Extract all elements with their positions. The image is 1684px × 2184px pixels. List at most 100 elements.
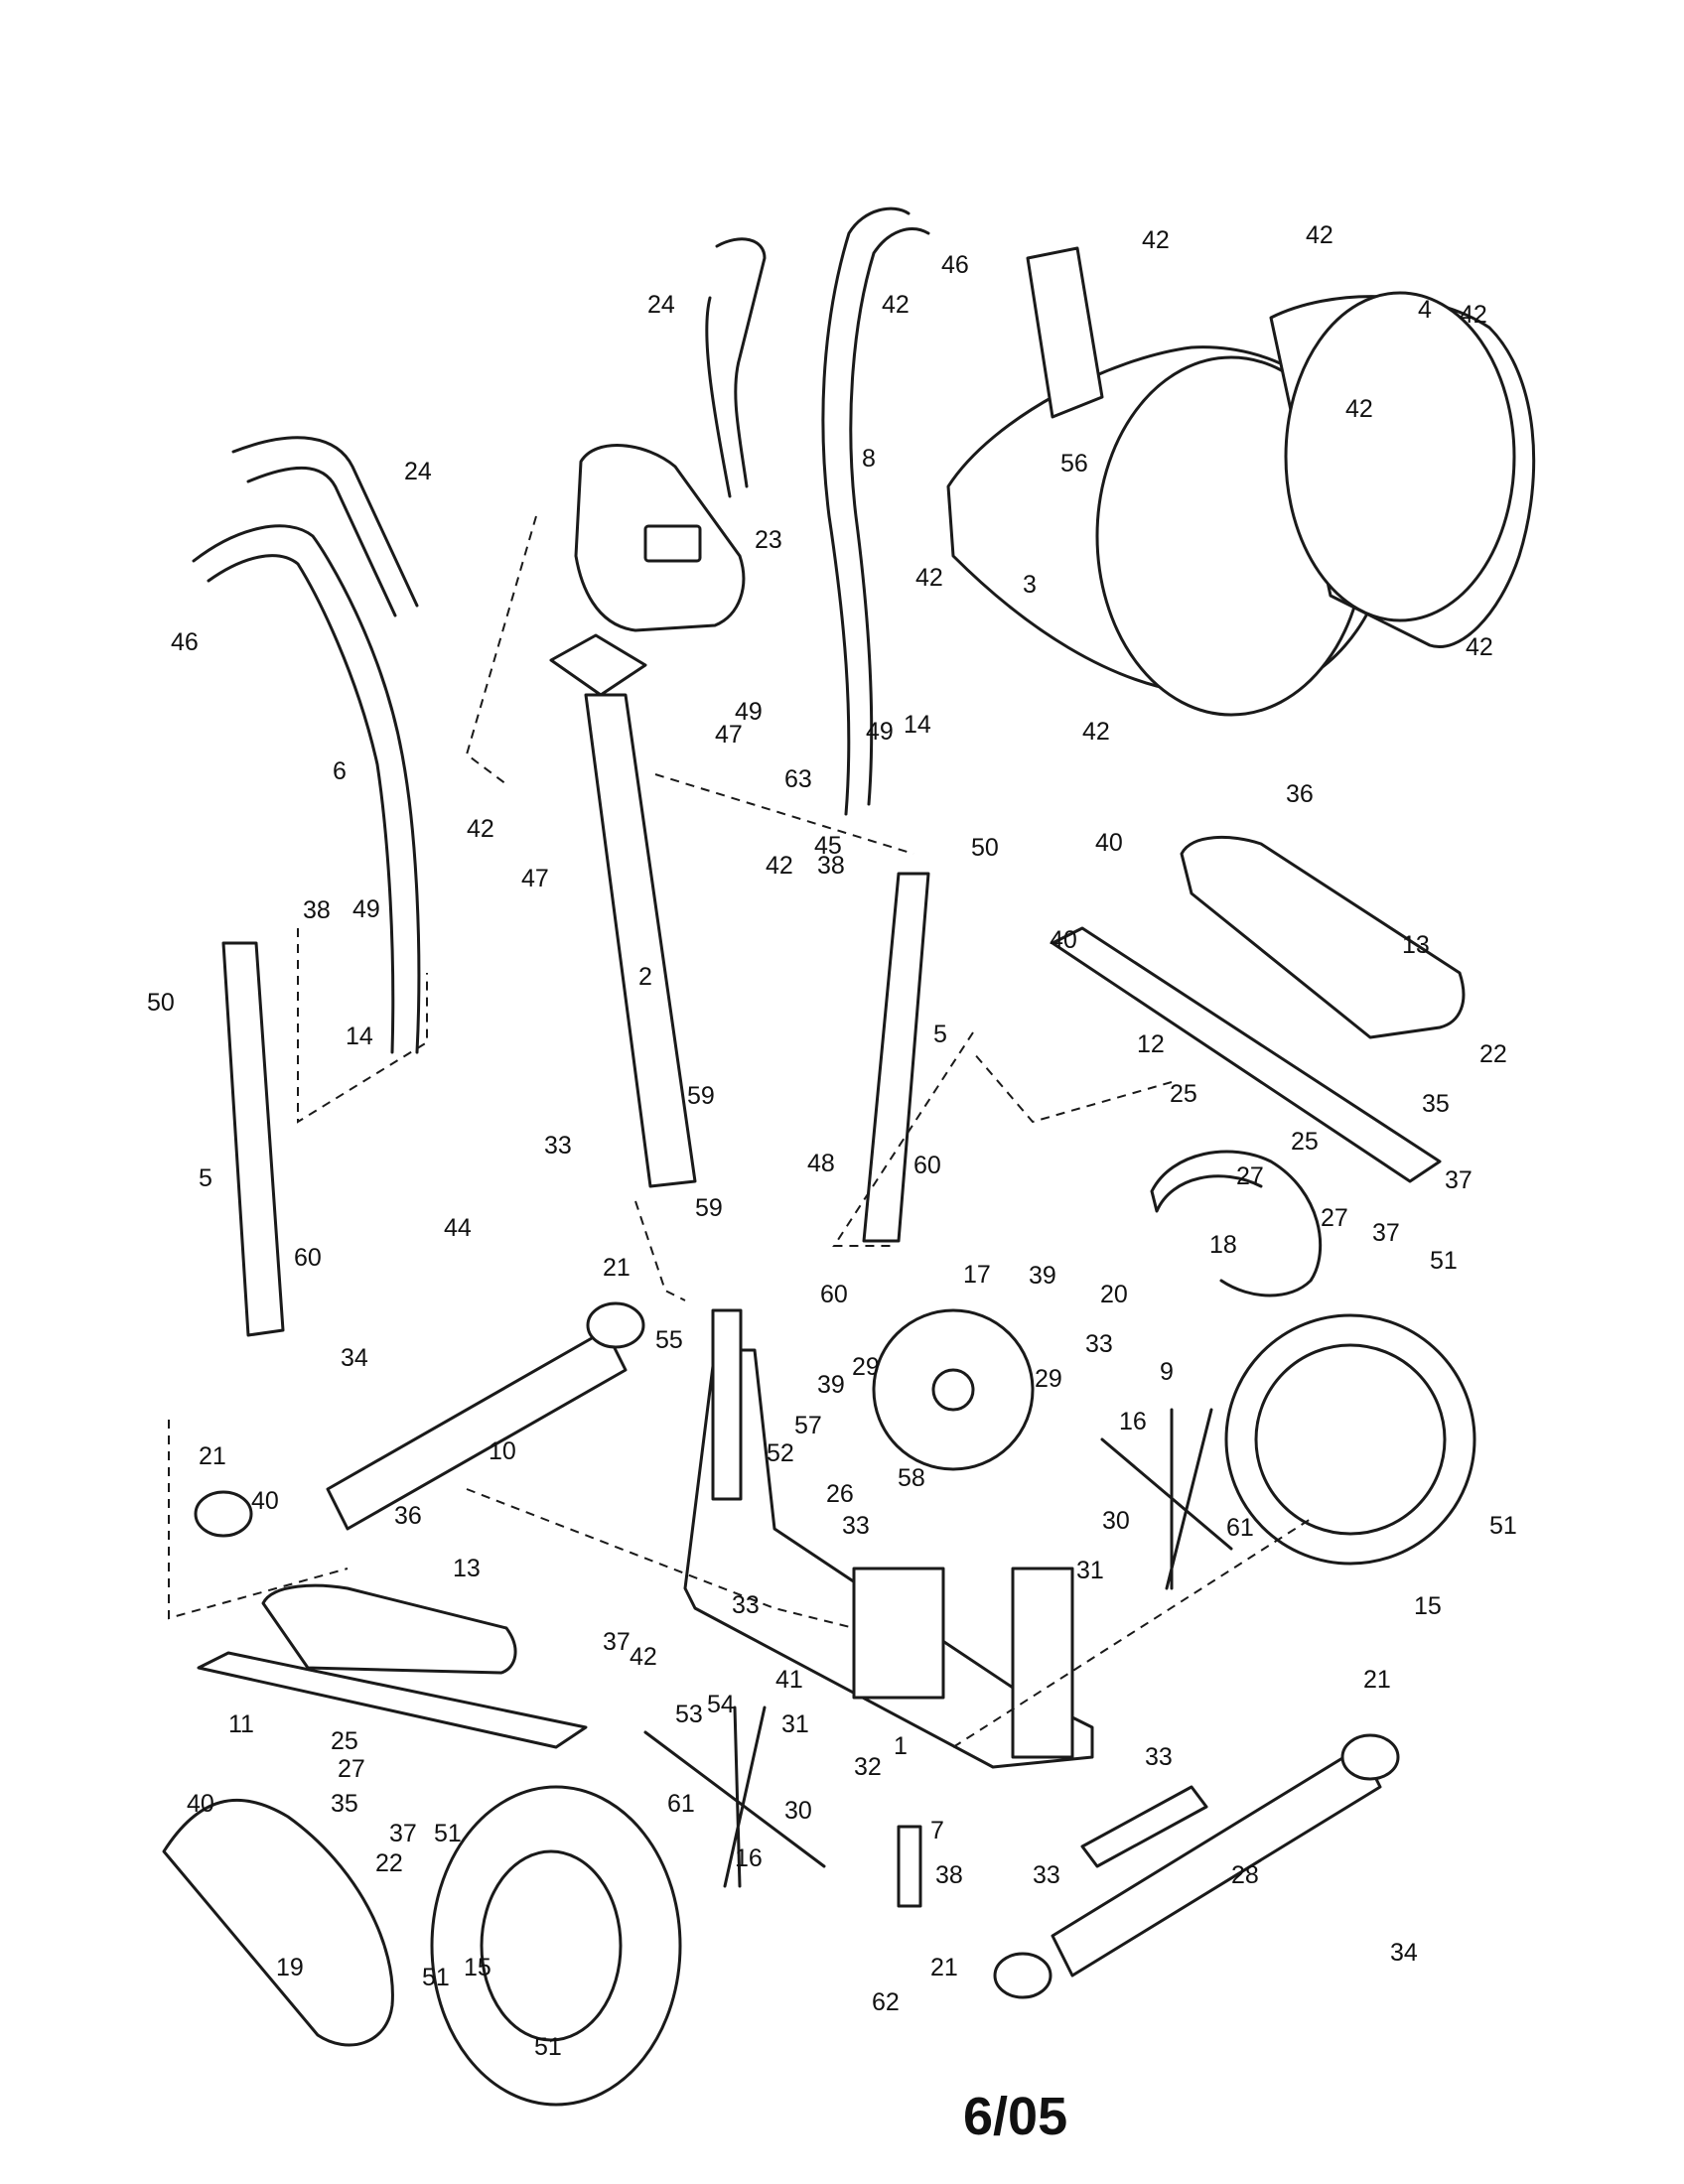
callout-label: 25 <box>1291 1128 1319 1156</box>
flywheel-stand-right <box>1100 1408 1233 1590</box>
callout-label: 49 <box>866 718 894 746</box>
callout-label: 30 <box>1102 1507 1130 1535</box>
assembly-path-8 <box>465 515 537 785</box>
callout-label: 42 <box>1306 221 1333 249</box>
callout-label: 51 <box>1489 1512 1517 1540</box>
callout-label: 42 <box>766 852 793 880</box>
callout-label: 4 <box>1418 296 1432 324</box>
callout-label: 42 <box>1460 301 1487 329</box>
callout-label: 49 <box>735 698 763 726</box>
flywheel-left <box>430 1785 682 2107</box>
shroud-bracket <box>1026 246 1104 419</box>
callout-label: 51 <box>434 1820 462 1847</box>
pedal-arm-left <box>197 1651 588 1749</box>
right-post <box>862 872 930 1243</box>
callout-label: 32 <box>854 1753 882 1781</box>
callout-label: 60 <box>913 1152 941 1179</box>
callout-label: 16 <box>1119 1408 1147 1435</box>
callout-label: 33 <box>842 1512 870 1540</box>
stabilizer-cap-21a <box>586 1301 645 1349</box>
assembly-path-7 <box>952 1518 1312 1748</box>
callout-label: 52 <box>767 1439 794 1467</box>
callout-label: 8 <box>862 445 876 473</box>
stabilizer-cap-21b <box>194 1490 253 1538</box>
callout-label: 42 <box>1466 633 1493 661</box>
callout-label: 40 <box>1095 829 1123 857</box>
rear-stabilizer-upper <box>1080 1785 1208 1868</box>
callout-label: 40 <box>1050 926 1077 954</box>
callout-label: 50 <box>147 989 175 1017</box>
callout-label: 22 <box>1479 1040 1507 1068</box>
callout-label: 59 <box>687 1082 715 1110</box>
callout-label: 57 <box>794 1412 822 1439</box>
callout-label: 45 <box>814 832 842 860</box>
callout-label: 31 <box>781 1710 809 1738</box>
callout-label: 15 <box>1414 1592 1442 1620</box>
callout-label: 21 <box>603 1254 631 1282</box>
callout-label: 13 <box>1402 931 1430 959</box>
callout-label: 33 <box>732 1591 760 1619</box>
callout-label: 23 <box>755 526 782 554</box>
callout-label: 37 <box>603 1628 631 1656</box>
callout-label: 48 <box>807 1150 835 1177</box>
callout-label: 61 <box>667 1790 695 1818</box>
callout-label: 40 <box>251 1487 279 1515</box>
callout-label: 36 <box>1286 780 1314 808</box>
callout-label: 21 <box>1363 1666 1391 1694</box>
callout-label: 33 <box>544 1132 572 1160</box>
callout-label: 9 <box>1160 1358 1174 1386</box>
callout-label: 61 <box>1226 1514 1254 1542</box>
callout-label: 24 <box>647 291 675 319</box>
callout-label: 51 <box>1430 1247 1458 1275</box>
callout-label: 46 <box>941 251 969 279</box>
callout-label: 50 <box>971 834 999 862</box>
assembly-path-3 <box>168 1420 349 1620</box>
callout-label: 20 <box>1100 1281 1128 1308</box>
callout-label: 29 <box>1035 1365 1062 1393</box>
callout-label: 33 <box>1033 1861 1060 1889</box>
callout-label: 42 <box>882 291 910 319</box>
assembly-path-2 <box>634 1200 686 1301</box>
callout-label: 18 <box>1209 1231 1237 1259</box>
flywheel-left-inner <box>480 1849 623 2042</box>
callout-label: 2 <box>638 963 652 991</box>
assembly-path-4 <box>832 1031 974 1247</box>
callout-label: 3 <box>1023 571 1037 599</box>
callout-label: 49 <box>352 895 380 923</box>
callout-label: 39 <box>817 1371 845 1399</box>
callout-label: 24 <box>404 458 432 485</box>
callout-label: 41 <box>775 1666 803 1694</box>
flywheel-stand-left <box>643 1706 826 1888</box>
upright-post <box>584 693 697 1188</box>
pedal-arm-right <box>1051 926 1442 1183</box>
callout-label: 27 <box>1236 1162 1264 1190</box>
callout-label: 33 <box>1145 1743 1173 1771</box>
callout-label: 38 <box>303 896 331 924</box>
callout-label: 44 <box>444 1214 472 1242</box>
callout-label: 28 <box>1231 1861 1259 1889</box>
callout-label: 37 <box>389 1820 417 1847</box>
callout-label: 51 <box>422 1964 450 1991</box>
assembly-path-6 <box>466 1488 855 1629</box>
callout-label: 5 <box>933 1021 947 1048</box>
callout-label: 16 <box>735 1844 763 1872</box>
callout-label: 12 <box>1137 1030 1165 1058</box>
callout-label: 34 <box>1390 1939 1418 1967</box>
drive-belt <box>162 1798 394 2047</box>
callout-label: 42 <box>1345 395 1373 423</box>
callout-label: 1 <box>894 1732 908 1760</box>
lower-arm-left <box>192 524 421 1054</box>
rear-stabilizer <box>1051 1745 1382 1978</box>
frame-bracket <box>852 1567 945 1700</box>
callout-label: 58 <box>898 1464 925 1492</box>
callout-label: 55 <box>655 1326 683 1354</box>
callout-label: 27 <box>1321 1204 1348 1232</box>
callout-label: 39 <box>1029 1262 1056 1290</box>
rear-shroud-ring <box>1284 291 1516 622</box>
callout-label: 21 <box>199 1442 226 1470</box>
callout-label: 40 <box>187 1790 214 1818</box>
callout-label: 30 <box>784 1797 812 1825</box>
rear-stabilizer-cap-b <box>993 1952 1052 1999</box>
callout-label: 21 <box>930 1954 958 1981</box>
callout-label: 42 <box>1142 226 1170 254</box>
